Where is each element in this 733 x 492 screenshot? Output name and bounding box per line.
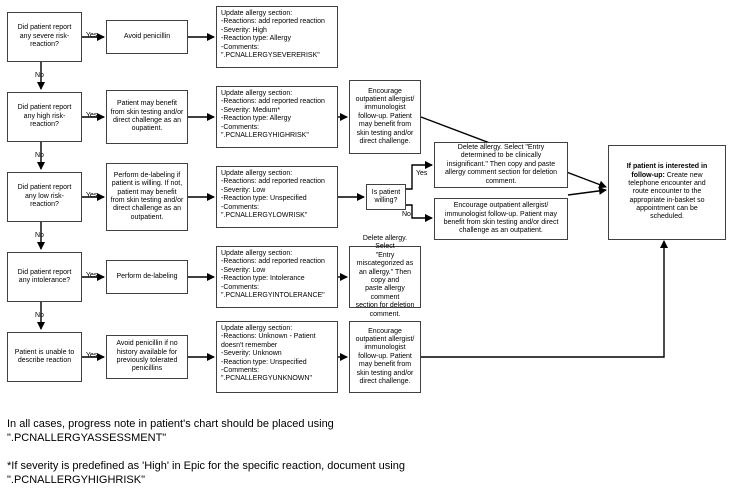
delete-allergy-insignificant-text: Delete allergy. Select "Entry determined… <box>444 144 558 185</box>
encourage-followup-unknown: Encourage outpatient allergist/ immunolo… <box>349 321 421 393</box>
decision-intolerance-text: Did patient report any intolerance? <box>17 268 72 284</box>
encourage-followup-high-text: Encourage outpatient allergist/ immunolo… <box>355 87 415 145</box>
decision-unable-to-describe: Patient is unable to describe reaction <box>7 332 82 382</box>
yes-label-intolerance: Yes <box>86 272 98 279</box>
decision-patient-willing: Is patient willing? <box>366 184 406 210</box>
no-label-severe: No <box>35 72 44 79</box>
decision-intolerance: Did patient report any intolerance? <box>7 252 82 302</box>
encourage-followup-low-text: Encourage outpatient allergist/ immunolo… <box>443 202 559 235</box>
no-label-high: No <box>35 152 44 159</box>
encourage-followup-high: Encourage outpatient allergist/ immunolo… <box>349 80 421 154</box>
decision-patient-willing-text: Is patient willing? <box>371 188 401 204</box>
allergy-update-high-text: Update allergy section: -Reactions: add … <box>221 90 325 139</box>
yes-label-unable: Yes <box>86 352 98 359</box>
yes-label-low: Yes <box>86 192 98 199</box>
yes-label-severe: Yes <box>86 32 98 39</box>
action-delabeling-willing-text: Perform de-labeling if patient is willin… <box>110 171 184 221</box>
decision-high-risk-text: Did patient report any high risk- reacti… <box>17 104 72 129</box>
action-avoid-penicillin-text: Avoid penicillin <box>123 32 171 40</box>
allergy-update-intolerance: Update allergy section: -Reactions: add … <box>216 246 338 308</box>
encourage-followup-low: Encourage outpatient allergist/ immunolo… <box>434 198 568 240</box>
allergy-update-low-text: Update allergy section: -Reactions: add … <box>221 170 325 219</box>
yes-label-willing: Yes <box>416 170 428 177</box>
no-label-intolerance: No <box>35 312 44 319</box>
action-skin-testing-high: Patient may benefit from skin testing an… <box>106 90 188 144</box>
decision-high-risk: Did patient report any high risk- reacti… <box>7 92 82 142</box>
delete-allergy-insignificant: Delete allergy. Select "Entry determined… <box>434 142 568 188</box>
yes-label-high: Yes <box>86 112 98 119</box>
decision-severe-risk-text: Did patient report any severe risk- reac… <box>17 24 72 49</box>
action-avoid-if-no-history-text: Avoid penicillin if no history available… <box>116 340 178 373</box>
encourage-followup-unknown-text: Encourage outpatient allergist/ immunolo… <box>355 327 415 385</box>
decision-low-risk: Did patient report any low risk- reactio… <box>7 172 82 222</box>
decision-low-risk-text: Did patient report any low risk- reactio… <box>17 184 72 209</box>
action-avoid-penicillin: Avoid penicillin <box>106 20 188 54</box>
action-perform-delabeling-text: Perform de-labeling <box>116 272 178 280</box>
allergy-update-severe: Update allergy section: -Reactions: add … <box>216 6 338 68</box>
allergy-update-low: Update allergy section: -Reactions: add … <box>216 166 338 228</box>
no-label-willing: No <box>402 211 411 218</box>
decision-unable-to-describe-text: Patient is unable to describe reaction <box>14 348 75 364</box>
followup-instructions: If patient is interested in follow-up: C… <box>608 145 726 240</box>
action-skin-testing-high-text: Patient may benefit from skin testing an… <box>110 100 184 133</box>
delete-allergy-miscategorized-text: Delete allergy. Select "Entry miscategor… <box>355 235 415 318</box>
followup-instructions-heading: If patient is interested in follow-up: <box>626 163 708 179</box>
action-avoid-if-no-history: Avoid penicillin if no history available… <box>106 335 188 379</box>
action-delabeling-willing: Perform de-labeling if patient is willin… <box>106 163 188 231</box>
allergy-update-unknown-text: Update allergy section: -Reactions: Unkn… <box>221 325 316 383</box>
note-high-severity: *If severity is predefined as 'High' in … <box>7 460 405 486</box>
allergy-update-severe-text: Update allergy section: -Reactions: add … <box>221 10 325 59</box>
allergy-update-high: Update allergy section: -Reactions: add … <box>216 86 338 148</box>
action-perform-delabeling: Perform de-labeling <box>106 260 188 294</box>
followup-instructions-body: Create new telephone encounter and route… <box>628 171 706 221</box>
delete-allergy-miscategorized: Delete allergy. Select "Entry miscategor… <box>349 235 421 318</box>
no-label-low: No <box>35 232 44 239</box>
allergy-update-intolerance-text: Update allergy section: -Reactions: add … <box>221 250 325 299</box>
decision-severe-risk: Did patient report any severe risk- reac… <box>7 12 82 62</box>
allergy-update-unknown: Update allergy section: -Reactions: Unkn… <box>216 321 338 393</box>
note-progress-assessment: In all cases, progress note in patient's… <box>7 418 334 444</box>
